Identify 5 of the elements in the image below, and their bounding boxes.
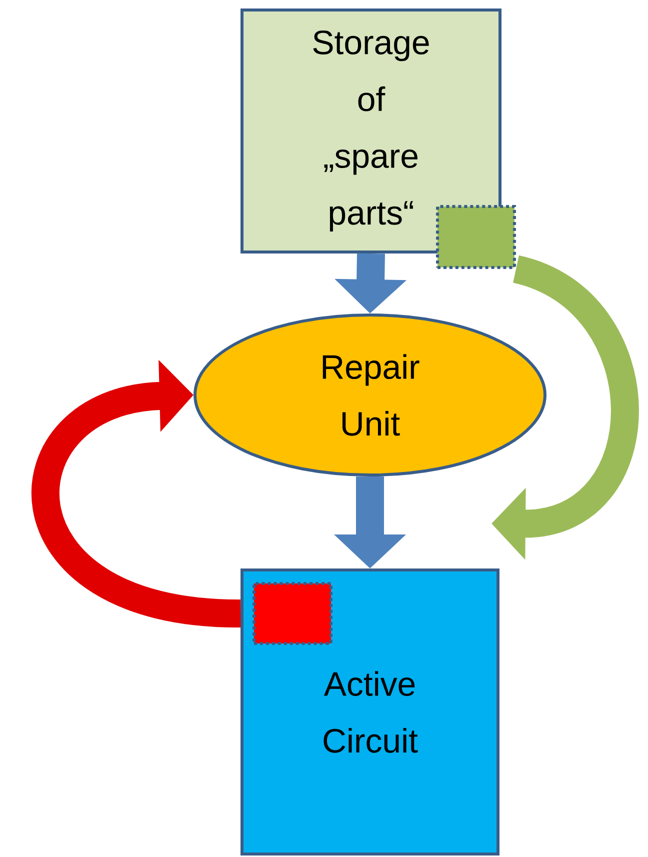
part-square xyxy=(436,205,516,269)
block-arrow xyxy=(32,360,242,628)
part-square xyxy=(252,582,332,645)
storage-box: Storage of „spare parts“ xyxy=(240,8,502,254)
circuit-box: Active Circuit xyxy=(240,568,500,856)
